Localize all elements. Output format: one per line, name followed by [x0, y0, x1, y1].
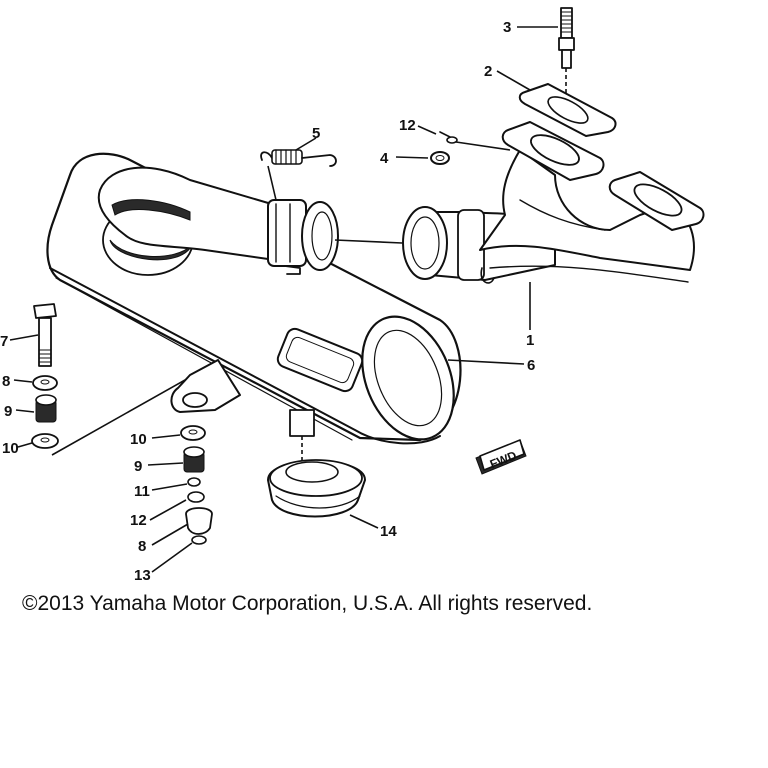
callout-5: 5 — [312, 125, 320, 142]
callout-14: 14 — [380, 523, 397, 540]
exhaust-manifold — [402, 121, 705, 284]
spring-part-5 — [260, 149, 337, 201]
inlet-pipe — [97, 166, 339, 275]
callout-8b: 8 — [138, 538, 146, 555]
callout-12b: 12 — [130, 512, 147, 529]
washer-part-12-upper — [439, 131, 511, 151]
hardware-stack-left — [31, 303, 186, 456]
callout-4: 4 — [380, 150, 389, 167]
callout-10a: 10 — [2, 440, 19, 457]
callout-3: 3 — [503, 19, 511, 36]
callout-8a: 8 — [2, 373, 10, 390]
exploded-parts-diagram: FWD 3 2 12 4 5 1 6 7 8 9 10 10 9 1 — [0, 7, 705, 584]
leader-lines — [9, 26, 558, 573]
callout-9b: 9 — [134, 458, 142, 475]
nut-part-4 — [430, 151, 450, 165]
callout-10b: 10 — [130, 431, 147, 448]
callout-13: 13 — [134, 567, 151, 584]
stud-bolt-part-3 — [558, 7, 575, 95]
copyright-notice: ©2013 Yamaha Motor Corporation, U.S.A. A… — [22, 592, 593, 615]
callout-1: 1 — [526, 332, 534, 349]
gasket-part-2 — [518, 83, 617, 137]
bottom-outlet — [289, 409, 315, 470]
fwd-direction-marker: FWD — [475, 439, 527, 475]
callout-12: 12 — [399, 117, 416, 134]
callout-11: 11 — [134, 483, 150, 500]
callout-7: 7 — [0, 333, 8, 350]
hardware-stack-center — [180, 425, 213, 545]
mounting-bracket — [170, 359, 241, 413]
callout-2: 2 — [484, 63, 492, 80]
rubber-grommet-part-14 — [267, 459, 366, 518]
callout-9a: 9 — [4, 403, 12, 420]
callout-labels: 3 2 12 4 5 1 6 7 8 9 10 10 9 11 12 8 13 … — [0, 19, 535, 584]
callout-6: 6 — [527, 357, 535, 374]
